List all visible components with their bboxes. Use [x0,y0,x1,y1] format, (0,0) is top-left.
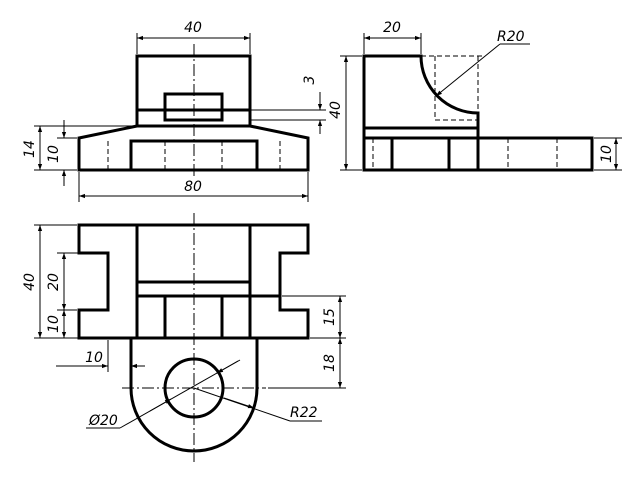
dim-text-14: 14 [22,140,38,158]
top-view: 40 20 10 10 15 18 Ø20 R22 [22,213,346,462]
dim-text-side-40: 40 [328,101,344,119]
top-leader-r22-arrow [223,397,255,409]
dim-text-top-15: 15 [322,308,338,326]
top-dim-arrow-dia-b [216,360,239,374]
side-pocket [390,136,451,172]
dim-text-3: 3 [302,76,318,85]
dim-text-side-10: 10 [599,145,615,163]
side-outline [362,54,594,172]
dim-text-dia: Ø20 [88,413,118,429]
dim-text-top-20: 20 [46,273,62,291]
dim-text-80: 80 [184,179,202,195]
side-view: 20 R20 40 10 [328,20,622,172]
dim-text-top-40: 40 [22,273,38,291]
dim-text-top-10b: 10 [85,350,103,366]
dim-text-top-10: 10 [46,315,62,333]
side-leader-r20 [435,43,501,97]
dim-text-r20: R20 [497,29,525,45]
dim-text-r22: R22 [290,405,318,421]
dim-text-10: 10 [46,145,62,163]
side-hidden-box [434,56,478,121]
dim-text-top-18: 18 [322,354,338,372]
dim-text-20: 20 [383,20,401,36]
dim-text-40: 40 [184,20,202,36]
top-outline [77,223,310,340]
top-lug [129,338,259,453]
top-dim-arrow-dia-a [149,398,172,412]
front-view: 40 3 14 10 80 [22,20,326,202]
front-outline [77,54,310,172]
